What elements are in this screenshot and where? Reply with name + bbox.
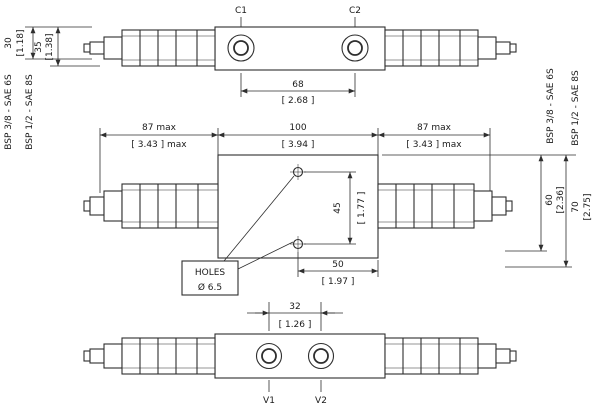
fitting-segment xyxy=(509,43,517,53)
fitting-segment xyxy=(509,350,517,362)
fitting-segment xyxy=(103,343,123,369)
plan-view: 87 max [ 3.43 ] max 100 [ 3.94 ] 87 max … xyxy=(83,123,593,296)
fitting-segment xyxy=(121,183,219,229)
fitting-segment xyxy=(89,348,105,364)
fitting-segment xyxy=(384,29,479,67)
left-fitting-plan xyxy=(83,183,219,229)
fitting-segment xyxy=(495,41,511,55)
port-c2 xyxy=(341,34,369,62)
holes-note-size: Ø 6.5 xyxy=(198,282,222,293)
dim-70-inch: [2.75] xyxy=(583,193,593,220)
dim-32-mm: 32 xyxy=(289,302,300,312)
mounting-hole-top xyxy=(290,164,306,180)
right-fitting-plan xyxy=(377,183,513,229)
fitting-segment xyxy=(495,348,511,364)
bottom-view: 32 [ 1.26 ] xyxy=(83,302,517,406)
valve-body-bottom xyxy=(214,333,386,379)
left-fitting-top xyxy=(83,29,216,67)
right-fitting-bottom xyxy=(384,337,517,375)
dim-87-right-mm: 87 max xyxy=(417,123,452,133)
fitting-segment xyxy=(491,196,507,216)
dimension-45: 45 [ 1.77 ] xyxy=(304,171,367,245)
bsp-label-right-inner: BSP 3/8 - SAE 6S xyxy=(546,68,556,144)
leader-line xyxy=(237,241,294,270)
fitting-segment xyxy=(89,41,105,55)
right-port-labels: BSP 3/8 - SAE 6S BSP 1/2 - SAE 8S xyxy=(546,68,581,146)
dim-30-inch: [1.18] xyxy=(16,29,26,56)
port-label-v1: V1 xyxy=(263,396,275,406)
dim-50-mm: 50 xyxy=(332,260,344,270)
port-c1 xyxy=(227,34,255,62)
port-c2-bore xyxy=(347,40,363,56)
fitting-segment xyxy=(83,200,91,212)
dim-100-mm: 100 xyxy=(289,123,306,133)
dim-100-inch: [ 3.94 ] xyxy=(282,140,315,150)
fitting-segment xyxy=(477,343,497,369)
holes-note-box xyxy=(181,260,239,296)
port-c2-outer xyxy=(341,34,369,62)
fitting-segment xyxy=(477,36,497,60)
port-v1 xyxy=(255,342,283,370)
dim-45-mm: 45 xyxy=(333,202,343,213)
bsp-label-left-inner: BSP 1/2 - SAE 8S xyxy=(25,74,35,150)
dim-50-inch: [ 1.97 ] xyxy=(322,277,355,287)
bsp-label-right-outer: BSP 1/2 - SAE 8S xyxy=(571,70,581,146)
dimension-row-87-100-87: 87 max [ 3.43 ] max 100 [ 3.94 ] 87 max … xyxy=(99,123,491,193)
leader-line xyxy=(223,175,295,262)
dimension-50: 50 [ 1.97 ] xyxy=(297,252,379,287)
dim-60-inch: [2.36] xyxy=(556,186,566,213)
port-v2 xyxy=(307,342,335,370)
fitting-segment xyxy=(103,190,123,222)
valve-body-top xyxy=(214,26,386,71)
port-c1-bore xyxy=(233,40,249,56)
dim-87-left-inch: [ 3.43 ] max xyxy=(131,140,187,150)
port-v2-outer xyxy=(307,342,335,370)
holes-note-title: HOLES xyxy=(195,268,226,278)
dimension-32: 32 [ 1.26 ] xyxy=(247,302,343,331)
fitting-segment xyxy=(505,200,513,212)
dimension-68: 68 [ 2.68 ] xyxy=(240,73,356,106)
fitting-segment xyxy=(377,183,475,229)
dim-70-mm: 70 xyxy=(571,201,581,213)
dim-68-mm: 68 xyxy=(292,80,304,90)
dimension-60-70: 60 [2.36] 70 [2.75] xyxy=(382,154,593,268)
port-v1-outer xyxy=(255,342,283,370)
port-v1-bore xyxy=(261,348,277,364)
dim-35-mm: 35 xyxy=(34,41,44,52)
fitting-segment xyxy=(103,36,123,60)
dim-87-right-inch: [ 3.43 ] max xyxy=(406,140,462,150)
port-label-v2: V2 xyxy=(315,396,327,406)
left-fitting-bottom xyxy=(83,337,216,375)
mounting-hole-bottom xyxy=(290,236,306,252)
fitting-segment xyxy=(121,337,216,375)
dim-87-left-mm: 87 max xyxy=(142,123,177,133)
fitting-segment xyxy=(83,350,91,362)
bsp-label-left-outer: BSP 3/8 - SAE 6S xyxy=(4,74,14,150)
dimension-30-35: 30 [1.18] 35 [1.38] xyxy=(4,26,100,67)
dim-45-inch: [ 1.77 ] xyxy=(357,192,367,225)
left-port-labels: BSP 3/8 - SAE 6S BSP 1/2 - SAE 8S xyxy=(4,74,35,150)
dim-68-inch: [ 2.68 ] xyxy=(282,96,315,106)
fitting-segment xyxy=(473,190,493,222)
dim-30-mm: 30 xyxy=(4,37,14,49)
fitting-segment xyxy=(121,29,216,67)
fitting-segment xyxy=(89,196,105,216)
fitting-segment xyxy=(384,337,479,375)
port-v2-bore xyxy=(313,348,329,364)
dim-35-inch: [1.38] xyxy=(45,33,55,60)
dim-32-inch: [ 1.26 ] xyxy=(279,320,312,330)
fitting-segment xyxy=(83,43,91,53)
right-fitting-top xyxy=(384,29,517,67)
dim-60-mm: 60 xyxy=(545,194,555,206)
port-c1-outer xyxy=(227,34,255,62)
top-view: C1 C2 xyxy=(4,6,517,106)
port-label-c2: C2 xyxy=(349,6,361,16)
port-label-c1: C1 xyxy=(235,6,247,16)
holes-callout: HOLES Ø 6.5 xyxy=(181,175,295,296)
